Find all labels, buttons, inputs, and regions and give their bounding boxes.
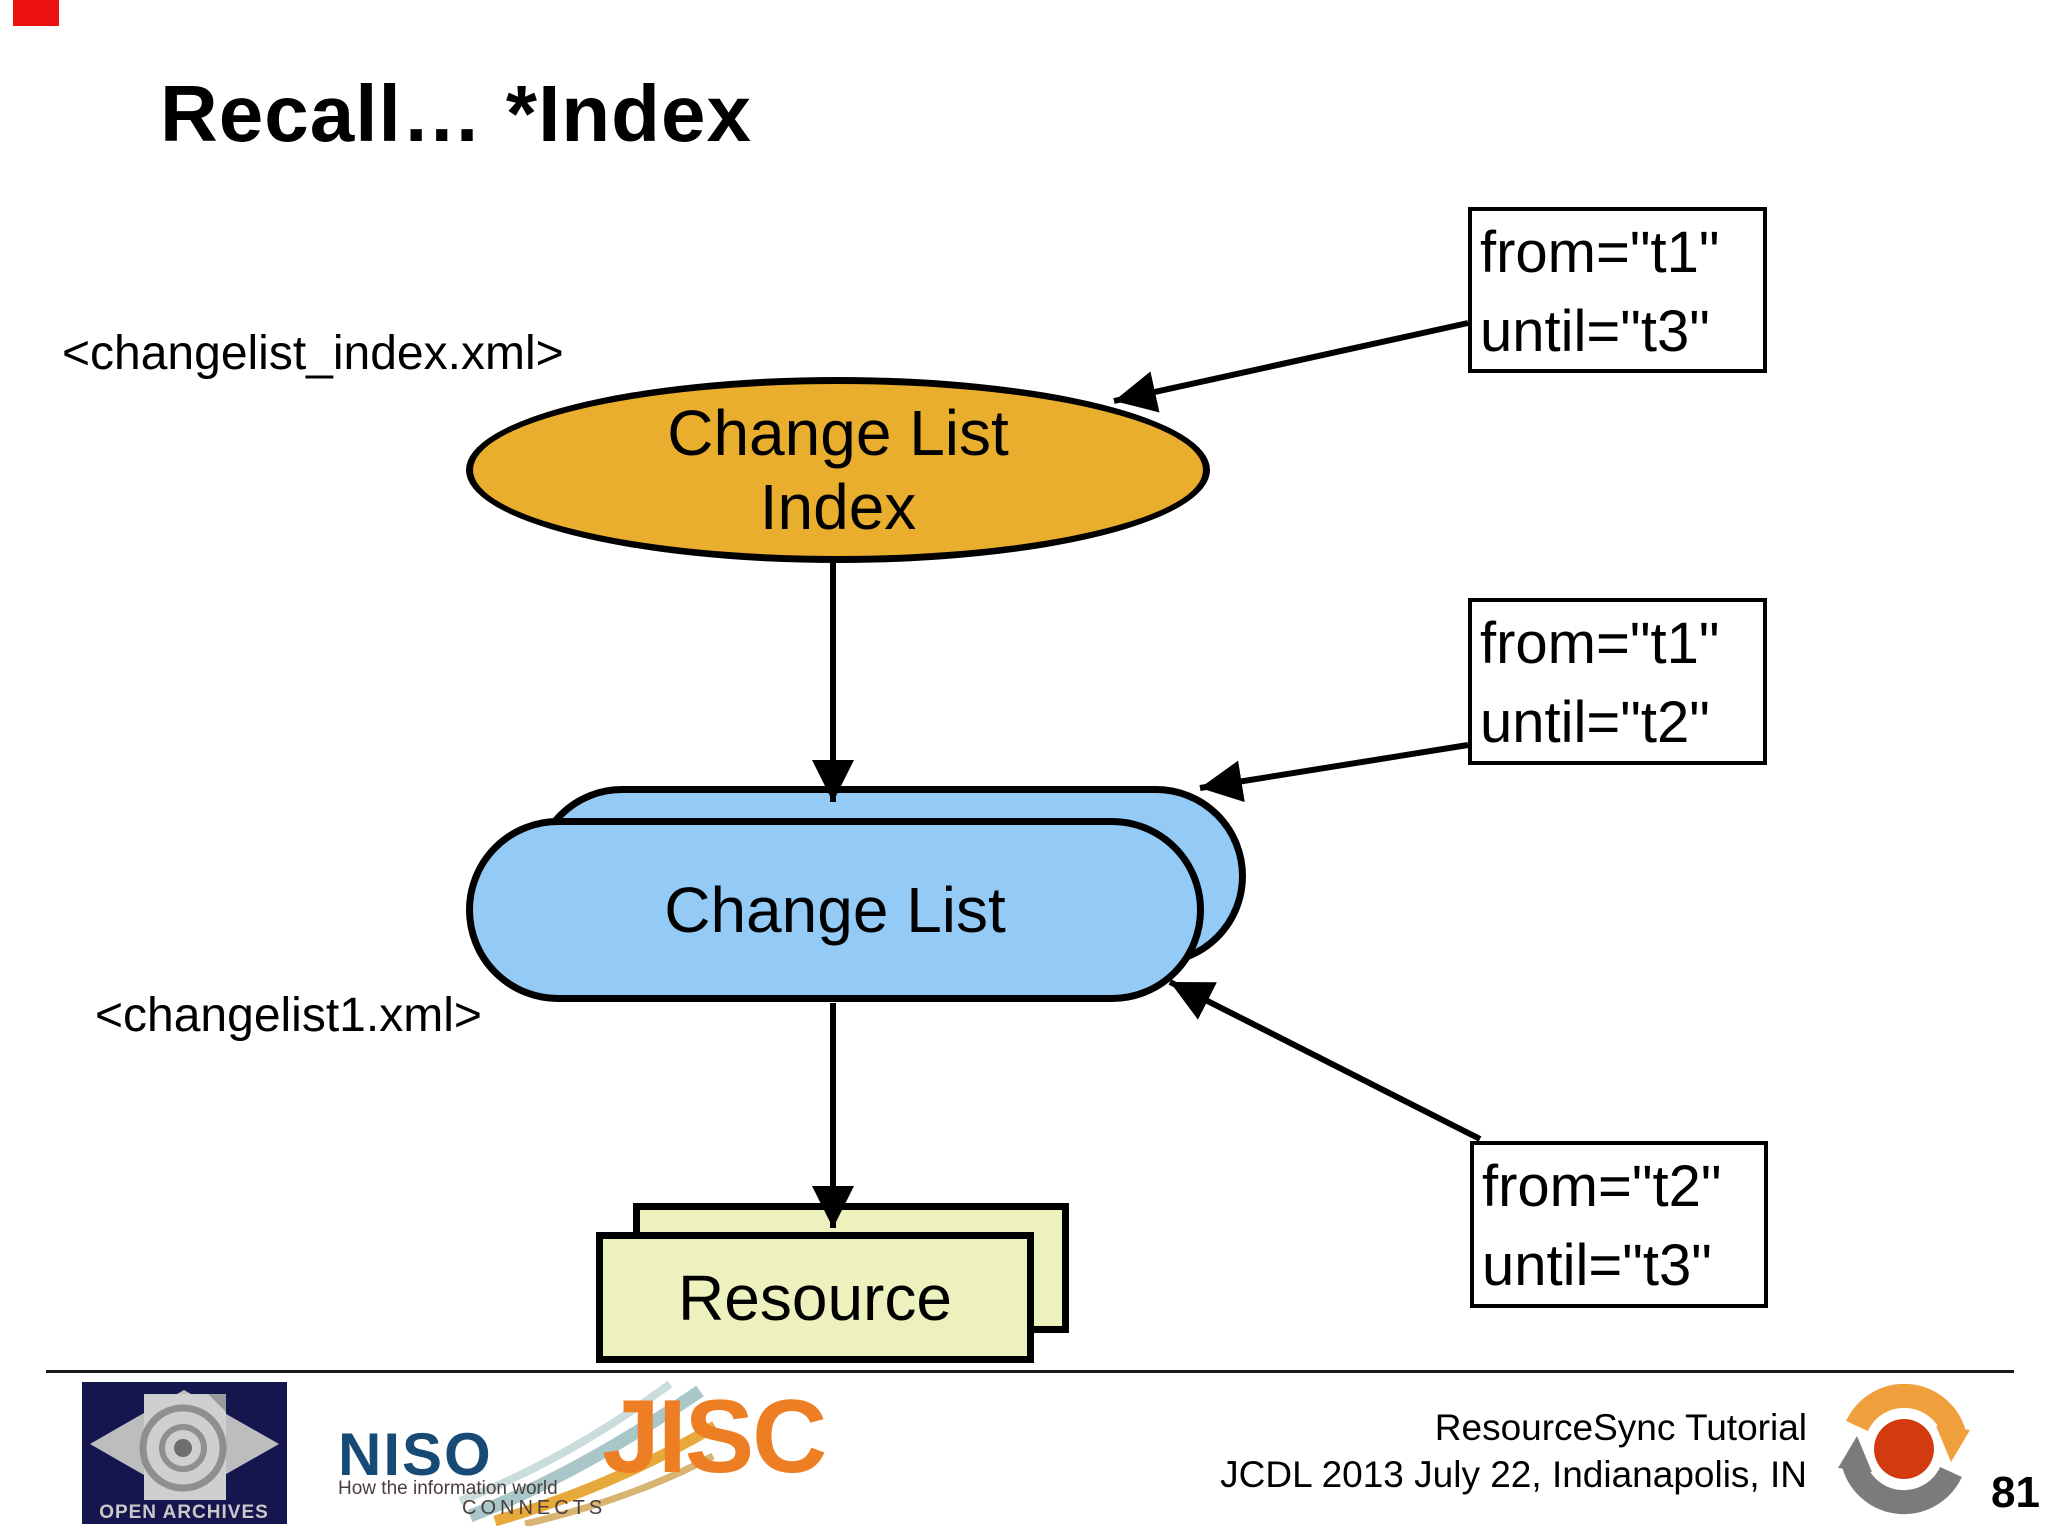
annotation-from-t2-until-t3: from="t2" until="t3" (1470, 1141, 1768, 1308)
annotation-line: until="t2" (1480, 690, 1710, 755)
credit-line1: ResourceSync Tutorial (1434, 1407, 1807, 1448)
changelist1-file-label: <changelist1.xml> (95, 989, 482, 1042)
annotation-line: from="t2" (1482, 1154, 1722, 1219)
niso-logo: NISO (338, 1421, 493, 1488)
annotation-line: until="t3" (1482, 1233, 1712, 1298)
changelist-index-file-label: <changelist_index.xml> (62, 327, 564, 380)
annotation-from-t1-until-t3: from="t1" until="t3" (1468, 207, 1767, 373)
change-list-index-node: Change List Index (466, 377, 1210, 563)
page-number: 81 (1991, 1468, 2040, 1517)
change-list-label: Change List (664, 874, 1006, 946)
credit-line2: JCDL 2013 July 22, Indianapolis, IN (1220, 1454, 1807, 1495)
resource-node: Resource (596, 1232, 1034, 1363)
open-archives-wordmark: OPEN ARCHIVES (99, 1502, 269, 1523)
arrow-midbox-to-changelist (1199, 742, 1469, 803)
annotation-line: until="t3" (1480, 299, 1710, 364)
arrow-botbox-to-changelist (1168, 979, 1482, 1142)
recording-indicator (13, 0, 59, 26)
annotation-line: from="t1" (1480, 611, 1720, 676)
change-list-index-label-line1: Change List (667, 397, 1009, 469)
jisc-logo: JISC (602, 1379, 827, 1495)
footer-divider (46, 1370, 2014, 1373)
arrow-topbox-to-index (1113, 320, 1469, 413)
resourcesync-logo (1838, 1383, 1970, 1515)
open-archives-logo: OPEN ARCHIVES (82, 1382, 287, 1524)
resource-label: Resource (678, 1261, 952, 1334)
niso-tagline: How the information world (338, 1478, 558, 1499)
slide-title: Recall… *Index (160, 69, 753, 158)
niso-tagline-connects: CONNECTS (462, 1497, 607, 1519)
niso-swoosh-icon (458, 1380, 718, 1526)
change-list-node: Change List (466, 818, 1204, 1002)
change-list-index-label-line2: Index (759, 471, 917, 543)
annotation-line: from="t1" (1480, 220, 1720, 285)
footer-credit: ResourceSync Tutorial JCDL 2013 July 22,… (1220, 1404, 1807, 1498)
annotation-from-t1-until-t2: from="t1" until="t2" (1468, 598, 1767, 765)
